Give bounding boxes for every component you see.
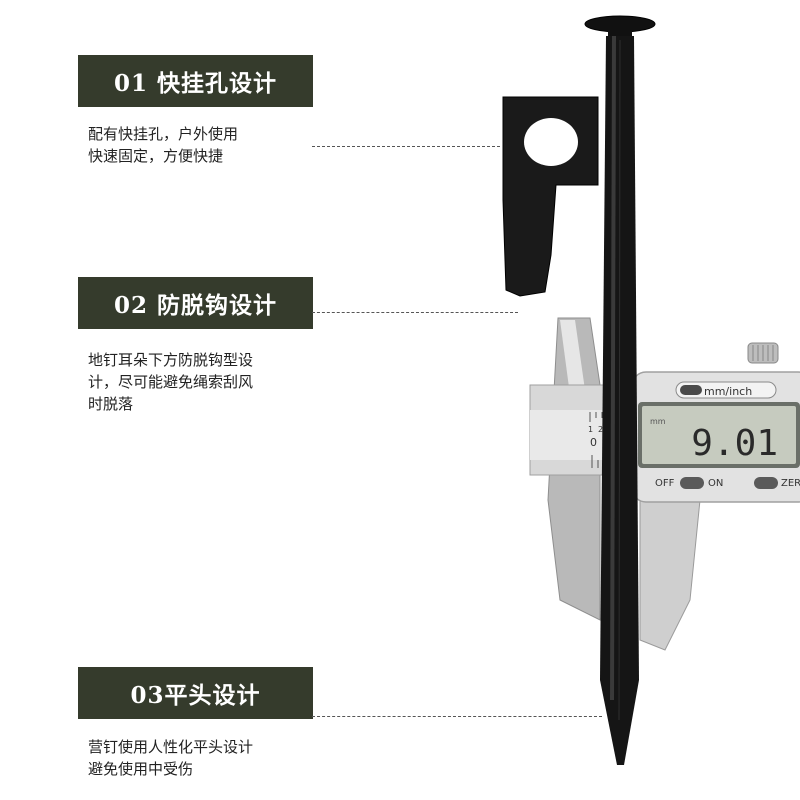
feature-title-flat-head: 03平头设计 — [78, 667, 313, 719]
caliper-display-head: mm/inch mm 9.01 OFF ON ZERO — [631, 342, 800, 503]
description-line: 地钉耳朵下方防脱钩型设 — [88, 351, 254, 369]
leader-line — [312, 146, 500, 147]
feature-description-quick-hang: 配有快挂孔，户外使用 快速固定，方便快捷 — [88, 123, 328, 167]
on-label: ON — [708, 478, 723, 489]
scale-number: 0 — [590, 436, 597, 449]
description-line: 计，尽可能避免绳索刮风 — [88, 373, 254, 391]
leader-line — [312, 312, 518, 313]
scale-number: 1 — [588, 425, 593, 434]
feature-title-anti-slip: 02 防脱钩设计 — [78, 277, 313, 329]
zero-label: ZERO — [781, 478, 800, 489]
feature-description-anti-slip: 地钉耳朵下方防脱钩型设 计，尽可能避免绳索刮风 时脱落 — [88, 349, 328, 415]
ground-stake — [502, 15, 656, 765]
caliper-reading: 9.01 — [691, 423, 778, 464]
description-line: 营钉使用人性化平头设计 — [88, 738, 254, 756]
description-line: 快速固定，方便快捷 — [88, 147, 224, 165]
feature-title-quick-hang: 01 快挂孔设计 — [78, 55, 313, 107]
unit-button-label: mm/inch — [704, 385, 752, 398]
leader-line — [312, 716, 602, 717]
off-label: OFF — [655, 478, 675, 489]
description-line: 时脱落 — [88, 395, 134, 413]
description-line: 配有快挂孔，户外使用 — [88, 125, 239, 143]
display-unit: mm — [650, 417, 666, 426]
scale-number: 2 — [598, 425, 603, 434]
description-line: 避免使用中受伤 — [88, 760, 194, 778]
feature-description-flat-head: 营钉使用人性化平头设计 避免使用中受伤 — [88, 736, 328, 780]
